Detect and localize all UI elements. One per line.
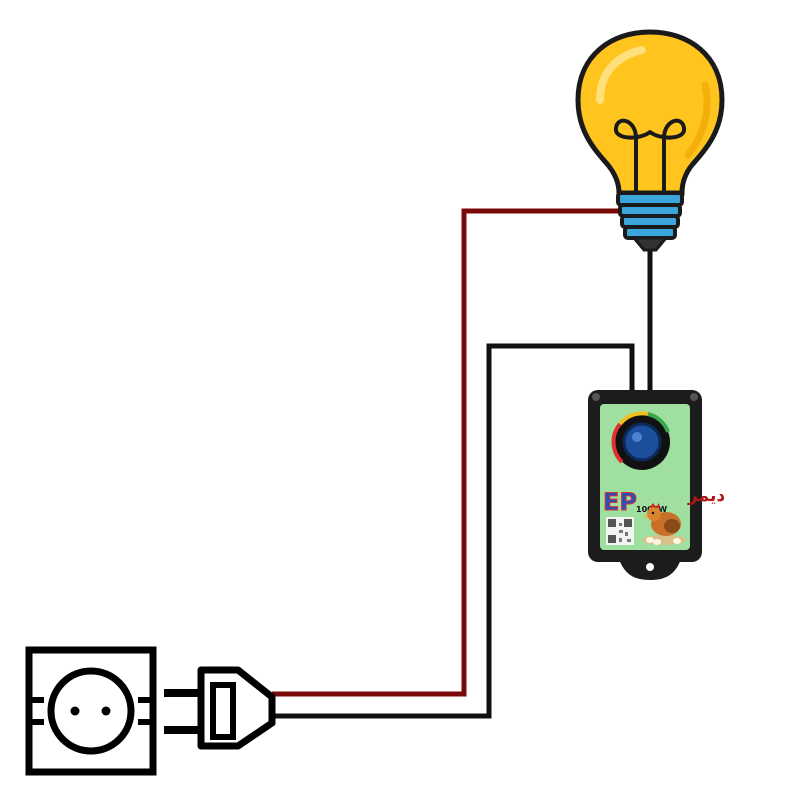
bulb-glass [575, 29, 725, 196]
mount-hole [646, 563, 654, 571]
neutral-wire [272, 343, 635, 719]
dimmer-switch: EP دیمر 1000W [588, 390, 725, 580]
socket-hole-left [70, 706, 80, 716]
hen-illustration [642, 503, 686, 545]
wires [272, 208, 653, 719]
light-bulb [575, 29, 725, 252]
dimmer-name: دیمر [687, 486, 725, 506]
bulb-base [616, 191, 684, 252]
dimmer-knob[interactable] [622, 422, 662, 462]
wall-socket [25, 646, 157, 776]
socket-hole-right [101, 706, 111, 716]
power-plug [164, 666, 276, 750]
qr-code [606, 517, 634, 545]
live-wire [272, 208, 622, 697]
dimmer-brand: EP [603, 488, 637, 516]
